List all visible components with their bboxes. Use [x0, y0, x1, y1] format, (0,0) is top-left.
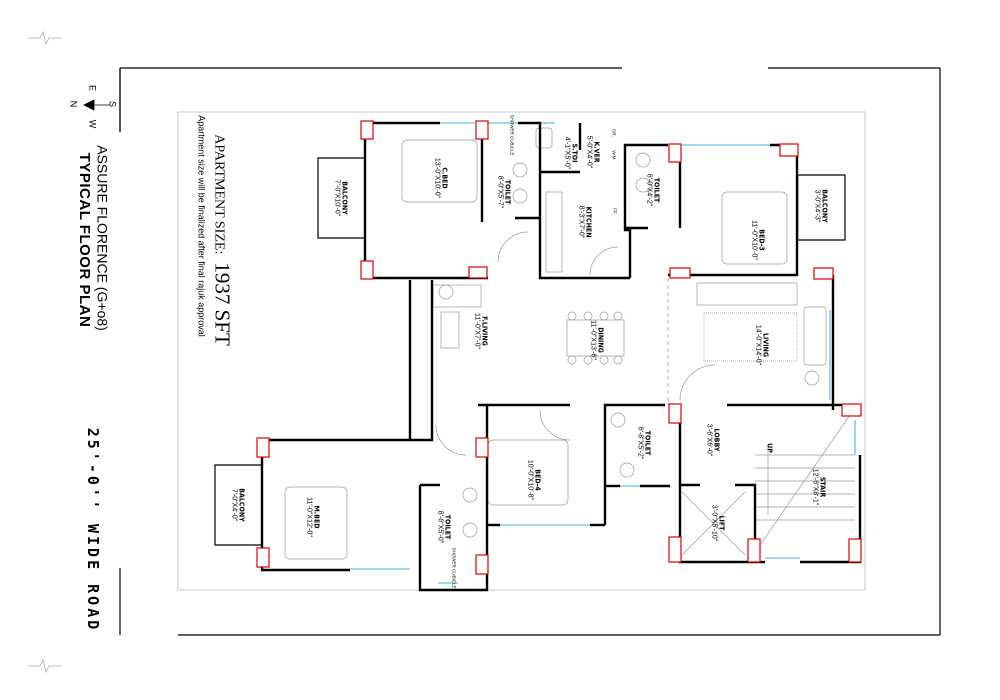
kitchen-counter — [545, 191, 563, 273]
break-mark-top — [28, 30, 62, 46]
wall-lobby — [678, 418, 700, 487]
wall-f-living — [262, 280, 434, 442]
c-bed-bed — [401, 139, 478, 203]
walls — [214, 121, 862, 592]
f-living-chair — [440, 311, 460, 349]
plan-title: TYPICAL FLOOR PLAN — [75, 152, 93, 328]
compass-east: E — [87, 84, 98, 92]
compass-north: N — [68, 100, 79, 108]
road-label: 25'-0'' WIDE ROAD — [83, 427, 102, 633]
bed-3-bed — [721, 191, 788, 265]
wall-toilet-3 — [603, 403, 665, 525]
label-wm: W.M — [611, 150, 617, 160]
living-sofa-side — [803, 306, 827, 366]
room-shower-2: SHOWER CUBICLE — [451, 547, 457, 589]
outer-frame — [119, 67, 941, 636]
dining-table — [566, 319, 625, 357]
label-up: UP — [765, 443, 774, 453]
wall-balcony-top-left — [317, 157, 365, 239]
label-ff: FF — [612, 208, 618, 214]
apartment-size: APARTMENT SIZE: 1937 SFT — [210, 134, 235, 346]
wall-m-bed — [260, 440, 350, 572]
m-bed-bed — [284, 486, 348, 560]
wall-toilet-2 — [623, 143, 668, 278]
wall-toilet-4 — [418, 405, 489, 592]
apartment-size-label: APARTMENT SIZE: — [211, 134, 227, 255]
plot-boundary — [177, 111, 866, 591]
apartment-size-value: 1937 SFT — [210, 262, 235, 346]
apartment-size-note: Apartment size will be finalized after f… — [196, 115, 207, 337]
stair-treads — [755, 414, 855, 546]
break-mark-bottom — [28, 658, 62, 674]
wall-c-bed — [363, 121, 488, 280]
label-dr: DR. — [611, 129, 617, 137]
furniture — [284, 127, 855, 560]
compass-south: S — [107, 100, 118, 108]
compass-arrow-icon — [83, 68, 121, 132]
columns — [256, 120, 862, 575]
project-name: ASSURE FLORENCE (G+o8) — [94, 145, 111, 331]
living-sofa — [696, 282, 798, 306]
room-shower-1: SHOWER CUBICLE — [509, 114, 515, 156]
living-rug — [703, 312, 798, 362]
wall-bed-3 — [668, 143, 799, 277]
lift-cross — [681, 491, 746, 556]
compass-west: W — [87, 119, 98, 129]
